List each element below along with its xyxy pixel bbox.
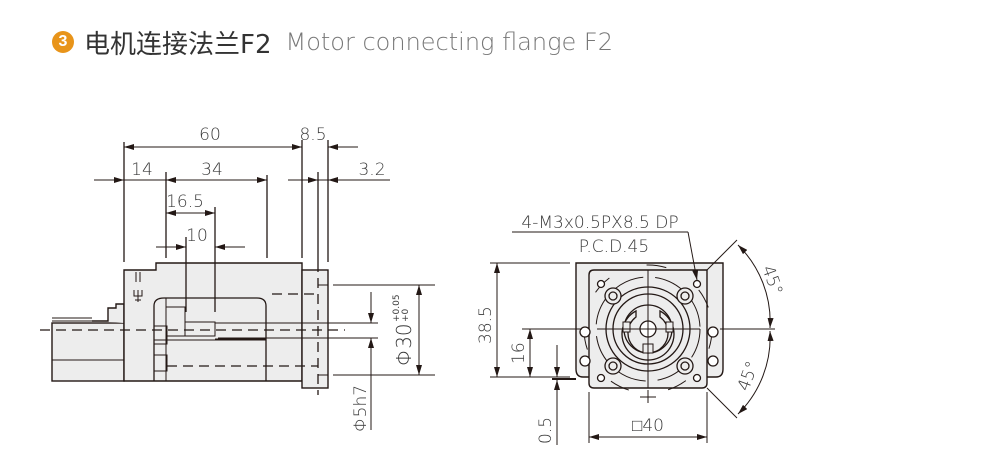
- motor-housing: [51, 322, 125, 382]
- dim-10: 10: [186, 226, 208, 246]
- pcd-callout: P.C.D.45: [579, 237, 649, 257]
- dim-bore-tol-upper: +0.05: [392, 294, 402, 322]
- dim-bore-diameter: Φ30: [392, 323, 416, 366]
- dim-0-5: 0.5: [536, 417, 556, 444]
- thread-callout: 4-M3x0.5PX8.5 DP: [521, 213, 678, 233]
- angle-45-upper: 45°: [757, 263, 786, 298]
- dim-16-5: 16.5: [166, 192, 204, 212]
- dim-bore-tol-lower: +0: [401, 308, 411, 322]
- dim-38-5: 38.5: [476, 306, 496, 344]
- section-number-badge: 3: [52, 31, 74, 53]
- dim-3-2: 3.2: [358, 160, 385, 180]
- dim-square-40: □40: [632, 416, 664, 436]
- dim-8-5: 8.5: [299, 125, 326, 145]
- angle-45-lower: 45°: [734, 359, 763, 394]
- flange-plate: [301, 269, 329, 389]
- title-chinese: 电机连接法兰F2: [84, 29, 272, 60]
- dim-shaft-diameter: Φ5h7: [351, 385, 371, 432]
- dim-34: 34: [201, 160, 223, 180]
- front-view: 4-M3x0.5PX8.5 DP P.C.D.45 38.5 16 0.5 □4…: [476, 213, 786, 445]
- dim-14: 14: [131, 160, 153, 180]
- section-title: 3 电机连接法兰F2 Motor connecting flange F2: [52, 22, 613, 62]
- dim-60: 60: [199, 125, 221, 145]
- title-english: Motor connecting flange F2: [285, 28, 613, 56]
- dim-16: 16: [509, 342, 529, 364]
- side-view: 60 8.5 14 34 3.2 16.5 10 Φ30 +0.05 +0: [40, 125, 435, 432]
